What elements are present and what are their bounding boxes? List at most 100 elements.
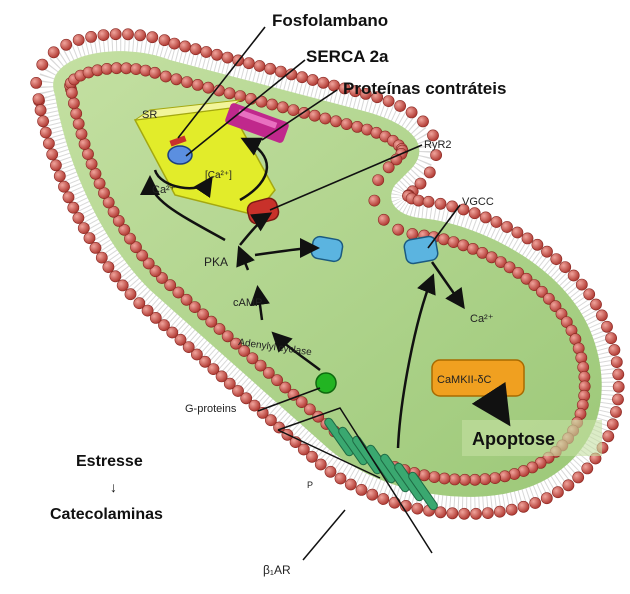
lipid-head [78, 223, 89, 234]
lipid-head [378, 493, 389, 504]
lipid-head [66, 87, 77, 98]
lipid-head [412, 503, 423, 514]
lipid-head [61, 39, 72, 50]
g-protein [316, 373, 336, 393]
lipid-head [203, 82, 214, 93]
lipid-head [413, 195, 424, 206]
label-ryr2: RyR2 [424, 139, 452, 151]
lipid-head [563, 480, 574, 491]
label-proteinas: Proteínas contráteis [343, 79, 506, 98]
lipid-head [610, 406, 621, 417]
lipid-head [122, 29, 133, 40]
label-arrow-down: ↓ [110, 479, 117, 495]
lipid-head [110, 271, 121, 282]
lipid-head [31, 77, 42, 88]
lipid-head [491, 216, 502, 227]
lipid-head [609, 344, 620, 355]
lipid-head [254, 60, 265, 71]
lipid-head [82, 149, 93, 160]
lipid-head [576, 279, 587, 290]
lipid-head [325, 466, 336, 477]
lipid-head [73, 118, 84, 129]
lipid-head [395, 100, 406, 111]
label-ca-left: Ca²⁺ [152, 184, 176, 196]
label-gproteins: G-proteins [185, 403, 237, 415]
lipid-head [424, 167, 435, 178]
lipid-head [406, 107, 417, 118]
lipid-head [417, 116, 428, 127]
lipid-head [506, 504, 517, 515]
label-catecolaminas: Catecolaminas [50, 506, 163, 523]
lipid-head [611, 357, 622, 368]
lipid-head [560, 262, 571, 273]
lipid-head [307, 74, 318, 85]
lipid-head [73, 212, 84, 223]
vgcc-left-channel [310, 236, 343, 263]
label-estresse: Estresse [76, 453, 143, 470]
lipid-head [90, 242, 101, 253]
lipid-head [277, 102, 288, 113]
lipid-head [190, 44, 201, 55]
label-sr: SR [142, 109, 157, 121]
lipid-head [267, 99, 278, 110]
lipid-head [265, 63, 276, 74]
lipid-head [367, 489, 378, 500]
lipid-head [584, 289, 595, 300]
lipid-head [159, 35, 170, 46]
label-serca: SERCA 2a [306, 47, 389, 66]
lipid-head [224, 88, 235, 99]
lipid-head [125, 289, 136, 300]
lipid-head [73, 34, 84, 45]
lipid-head [603, 431, 614, 442]
lipid-head [601, 321, 612, 332]
lipid-head [606, 333, 617, 344]
lipid-head [429, 472, 440, 483]
lipid-head [328, 80, 339, 91]
lipid-head [541, 493, 552, 504]
lipid-head [58, 181, 69, 192]
lipid-head [84, 233, 95, 244]
label-fosfolambano: Fosfolambano [272, 11, 388, 30]
lipid-head [499, 471, 510, 482]
lipid-head [68, 202, 79, 213]
lipid-head [613, 381, 624, 392]
lipid-head [439, 473, 450, 484]
lipid-head [469, 208, 480, 219]
lipid-head [435, 198, 446, 209]
lipid-head [86, 158, 97, 169]
label-camp: cAMP [233, 297, 262, 309]
lipid-head [169, 38, 180, 49]
lipid-head [117, 280, 128, 291]
lipid-head [96, 252, 107, 263]
lipid-head [582, 463, 593, 474]
lipid-head [320, 113, 331, 124]
lipid-head [341, 119, 352, 130]
lipid-head [181, 77, 192, 88]
lipid-head [47, 149, 58, 160]
lipid-head [330, 116, 341, 127]
lipid-head [192, 79, 203, 90]
lipid-head [48, 47, 59, 58]
lipid-head [596, 310, 607, 321]
lipid-head [147, 32, 158, 43]
lipid-head [532, 239, 543, 250]
label-ca-right: Ca²⁺ [470, 313, 494, 325]
lipid-head [345, 479, 356, 490]
label-camkii: CaMKII-δC [437, 374, 491, 386]
label-ca-sr: [Ca²⁺] [205, 170, 232, 181]
lipid-head [335, 473, 346, 484]
label-apoptose: Apoptose [472, 429, 555, 449]
lipid-head [68, 98, 79, 109]
lipid-head [551, 254, 562, 265]
lipid-head [459, 474, 470, 485]
lipid-head [71, 108, 82, 119]
lipid-head [530, 497, 541, 508]
lipid-head [573, 472, 584, 483]
lipid-head [383, 162, 394, 173]
lipid-head [103, 262, 114, 273]
lipid-head [470, 508, 481, 519]
lipid-head [369, 195, 380, 206]
lipid-head [110, 29, 121, 40]
lipid-head [480, 474, 491, 485]
